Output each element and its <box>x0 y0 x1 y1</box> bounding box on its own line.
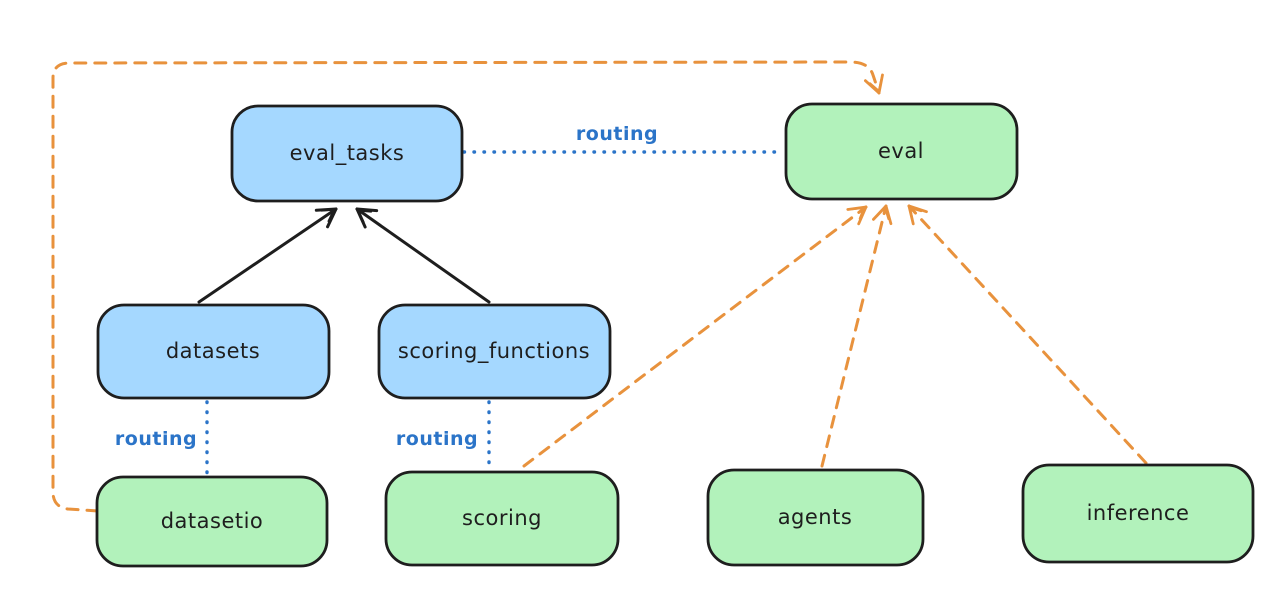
node-eval-tasks-label: eval_tasks <box>290 141 405 166</box>
edge-scoring-to-eval <box>522 205 868 468</box>
routing-label-eval-tasks-eval: routing <box>576 123 658 145</box>
node-datasetio: datasetio <box>95 475 329 568</box>
node-scoring-functions-label: scoring_functions <box>398 339 590 364</box>
edge-datasets-to-eval-tasks <box>197 207 338 304</box>
node-datasets: datasets <box>96 303 331 400</box>
node-datasets-label: datasets <box>166 339 260 363</box>
edge-inference-to-eval <box>907 204 1148 465</box>
node-inference-label: inference <box>1087 501 1190 525</box>
node-eval-tasks: eval_tasks <box>230 104 464 203</box>
node-eval: eval <box>784 102 1019 201</box>
node-scoring: scoring <box>384 470 620 567</box>
edge-agents-to-eval <box>820 204 893 468</box>
node-agents-label: agents <box>778 505 853 529</box>
routing-label-scoring-functions-scoring: routing <box>396 428 478 450</box>
node-inference: inference <box>1021 463 1255 564</box>
node-agents: agents <box>706 468 925 567</box>
node-scoring-functions: scoring_functions <box>377 303 612 400</box>
node-scoring-label: scoring <box>462 506 542 530</box>
routing-label-datasets-datasetio: routing <box>115 428 197 450</box>
edge-scoring-functions-to-eval-tasks <box>355 207 491 304</box>
node-datasetio-label: datasetio <box>161 509 264 533</box>
edge-datasetio-to-eval <box>51 60 884 513</box>
node-eval-label: eval <box>878 139 924 163</box>
